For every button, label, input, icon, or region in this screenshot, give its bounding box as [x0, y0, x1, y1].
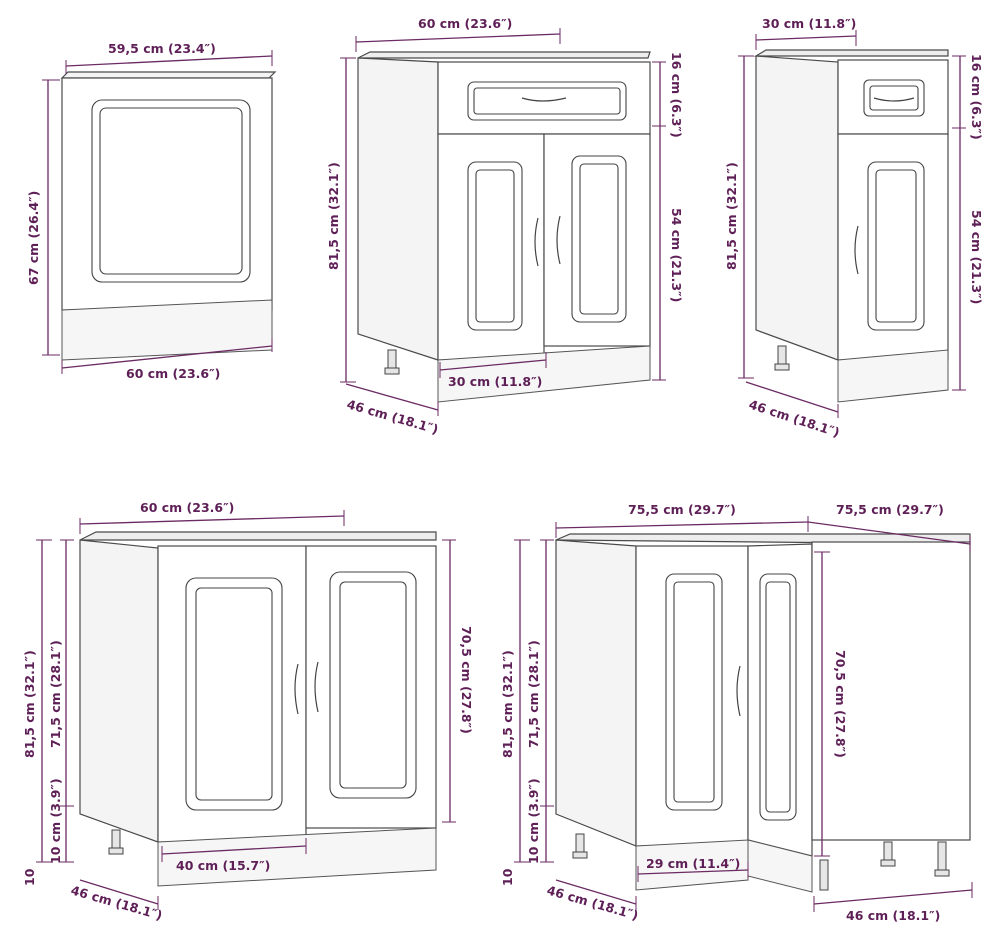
door-handle-icon [294, 663, 299, 715]
corner-cabinet-width-left-label: 75,5 cm (29.7″) [628, 502, 736, 517]
sink-cabinet-60-door-height-label: 70,5 cm (27.8″) [459, 626, 474, 734]
corner-cabinet-body-height-label: 71,5 cm (28.1″) [526, 640, 541, 748]
drawer-cabinet-60-door-width-label: 30 cm (11.8″) [448, 374, 542, 389]
sink-cabinet-60-width-label: 60 cm (23.6″) [140, 500, 234, 515]
sink-cabinet-60-plinth-number-label: 10 [22, 868, 37, 886]
corner-cabinet-drawing [555, 533, 971, 893]
drawer-cabinet-30-door-height-label: 54 cm (21.3″) [969, 210, 984, 304]
drawer-cabinet-60-drawing [357, 51, 651, 403]
corner-cabinet-dimension-lines [514, 516, 973, 912]
drawer-cabinet-30-total-height-label: 81,5 cm (32.1″) [724, 162, 739, 270]
drawer-cabinet-30-depth-label: 46 cm (18.1″) [747, 397, 841, 440]
corner-cabinet-depth-right-label: 46 cm (18.1″) [846, 908, 940, 923]
oven-panel-drawing [60, 71, 277, 361]
sink-cabinet-60-depth-label: 46 cm (18.1″) [69, 882, 164, 922]
oven-panel-height-label: 67 cm (26.4″) [26, 191, 41, 285]
drawer-cabinet-60-door-height-label: 54 cm (21.3″) [669, 208, 684, 302]
oven-panel-width-bottom-label: 60 cm (23.6″) [126, 366, 220, 381]
drawer-cabinet-60-dimension-lines [340, 28, 666, 416]
drawer-cabinet-30-drawer-height-label: 16 cm (6.3″) [969, 54, 984, 140]
corner-cabinet-plinth-width-label: 29 cm (11.4″) [646, 856, 740, 871]
sink-cabinet-60-total-height-label: 81,5 cm (32.1″) [22, 650, 37, 758]
sink-cabinet-60-plinth-width-label: 40 cm (15.7″) [176, 858, 270, 873]
oven-panel-width-top-label: 59,5 cm (23.4″) [108, 41, 216, 56]
drawer-handle-icon [521, 97, 567, 102]
drawer-cabinet-30-drawing [753, 49, 949, 403]
corner-cabinet-depth-left-label: 46 cm (18.1″) [545, 882, 640, 922]
corner-cabinet-width-right-label: 75,5 cm (29.7″) [836, 502, 944, 517]
sink-cabinet-60-drawing [79, 531, 437, 887]
drawer-cabinet-30-dimension-lines [738, 30, 966, 418]
drawer-cabinet-30-width-label: 30 cm (11.8″) [762, 16, 856, 31]
corner-cabinet-plinth-height-label: 10 cm (3.9″) [526, 778, 541, 864]
sink-cabinet-60-dimension-lines [36, 510, 456, 910]
drawer-cabinet-60-depth-label: 46 cm (18.1″) [345, 396, 440, 436]
oven-panel-dimension-lines [42, 50, 273, 374]
sink-cabinet-60-plinth-height-label: 10 cm (3.9″) [48, 778, 63, 864]
corner-cabinet-plinth-number-label: 10 [500, 868, 515, 886]
drawer-cabinet-60-drawer-height-label: 16 cm (6.3″) [669, 52, 684, 138]
corner-cabinet-door-height-label: 70,5 cm (27.8″) [833, 650, 848, 758]
corner-cabinet-total-height-label: 81,5 cm (32.1″) [500, 650, 515, 758]
drawer-cabinet-60-total-height-label: 81,5 cm (32.1″) [326, 162, 341, 270]
drawer-cabinet-60-width-label: 60 cm (23.6″) [418, 16, 512, 31]
sink-cabinet-60-body-height-label: 71,5 cm (28.1″) [48, 640, 63, 748]
